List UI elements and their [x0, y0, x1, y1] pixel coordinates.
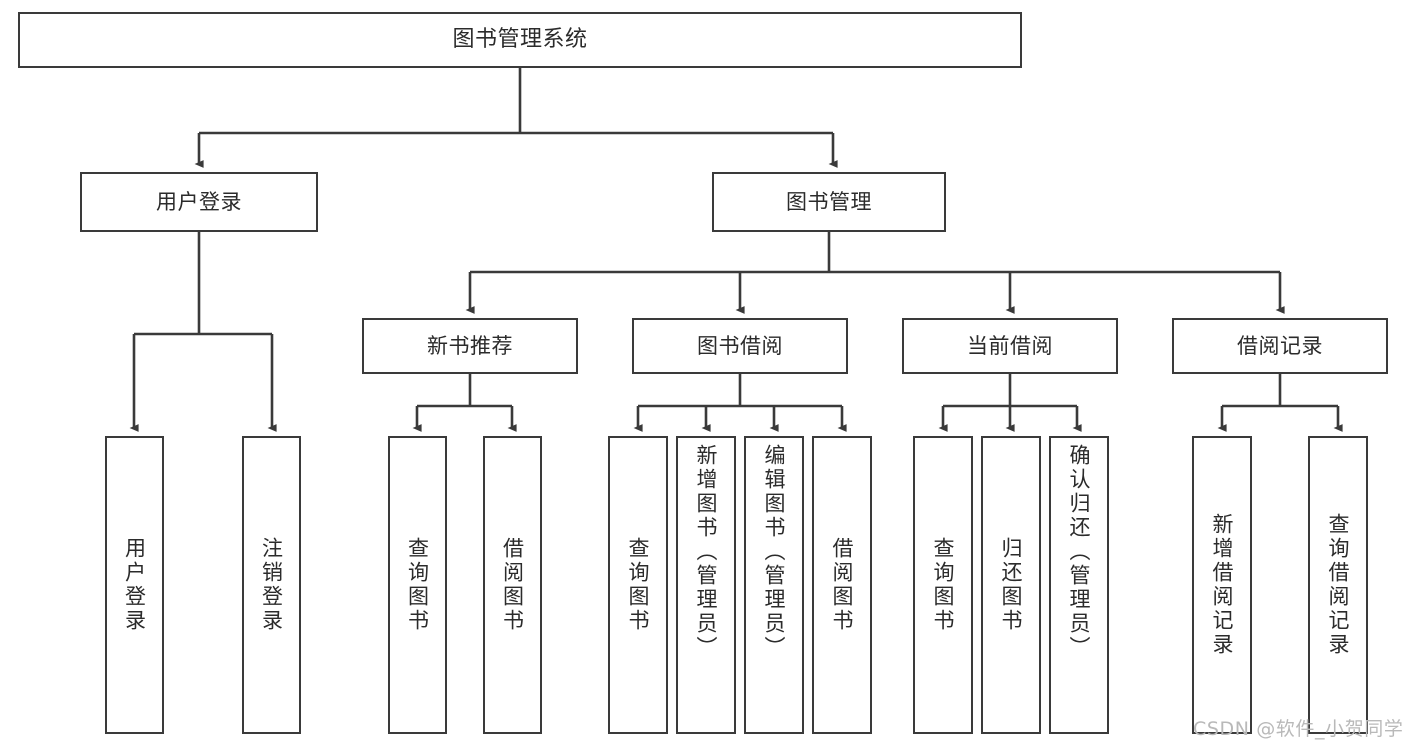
node-current-borrow[interactable]: 当前借阅 [902, 318, 1118, 374]
leaf-query-borrow-record[interactable]: 查询借阅记录 [1308, 436, 1368, 734]
leaf-query-borrow-record-label: 查询借阅记录 [1326, 513, 1351, 657]
node-current-borrow-label: 当前借阅 [967, 333, 1053, 358]
leaf-user-logout-label: 注销登录 [259, 537, 284, 633]
node-borrow-record[interactable]: 借阅记录 [1172, 318, 1388, 374]
leaf-add-book-admin[interactable]: 新增图书（管理员） [676, 436, 736, 734]
leaf-query-book-3-label: 查询图书 [931, 537, 956, 633]
leaf-user-login-label: 用户登录 [122, 537, 147, 633]
node-root-system[interactable]: 图书管理系统 [18, 12, 1022, 68]
leaf-borrow-book-2-label: 借阅图书 [830, 537, 855, 633]
node-book-management[interactable]: 图书管理 [712, 172, 946, 232]
node-user-login[interactable]: 用户登录 [80, 172, 318, 232]
node-user-login-label: 用户登录 [156, 189, 242, 214]
leaf-add-borrow-record-label: 新增借阅记录 [1210, 513, 1235, 657]
node-book-borrow-label: 图书借阅 [697, 333, 783, 358]
leaf-add-borrow-record[interactable]: 新增借阅记录 [1192, 436, 1252, 734]
node-new-book-recommend-label: 新书推荐 [427, 333, 513, 358]
leaf-edit-book-admin[interactable]: 编辑图书（管理员） [744, 436, 804, 734]
leaf-query-book-1[interactable]: 查询图书 [388, 436, 447, 734]
leaf-borrow-book-2[interactable]: 借阅图书 [812, 436, 872, 734]
leaf-edit-book-admin-label: 编辑图书（管理员） [762, 444, 787, 660]
node-root-system-label: 图书管理系统 [452, 27, 588, 53]
csdn-watermark: CSDN @软件_小贺同学 [1193, 718, 1404, 740]
node-new-book-recommend[interactable]: 新书推荐 [362, 318, 578, 374]
leaf-confirm-return-admin[interactable]: 确认归还（管理员） [1049, 436, 1109, 734]
node-book-borrow[interactable]: 图书借阅 [632, 318, 848, 374]
leaf-return-book-label: 归还图书 [999, 537, 1024, 633]
leaf-borrow-book-1-label: 借阅图书 [500, 537, 525, 633]
leaf-add-book-admin-label: 新增图书（管理员） [694, 444, 719, 660]
leaf-return-book[interactable]: 归还图书 [981, 436, 1041, 734]
leaf-query-book-2-label: 查询图书 [626, 537, 651, 633]
leaf-user-logout[interactable]: 注销登录 [242, 436, 301, 734]
leaf-confirm-return-admin-label: 确认归还（管理员） [1067, 444, 1092, 660]
leaf-query-book-3[interactable]: 查询图书 [913, 436, 973, 734]
node-borrow-record-label: 借阅记录 [1237, 333, 1323, 358]
leaf-user-login[interactable]: 用户登录 [105, 436, 164, 734]
leaf-query-book-2[interactable]: 查询图书 [608, 436, 668, 734]
node-book-management-label: 图书管理 [786, 189, 872, 214]
leaf-borrow-book-1[interactable]: 借阅图书 [483, 436, 542, 734]
leaf-query-book-1-label: 查询图书 [405, 537, 430, 633]
